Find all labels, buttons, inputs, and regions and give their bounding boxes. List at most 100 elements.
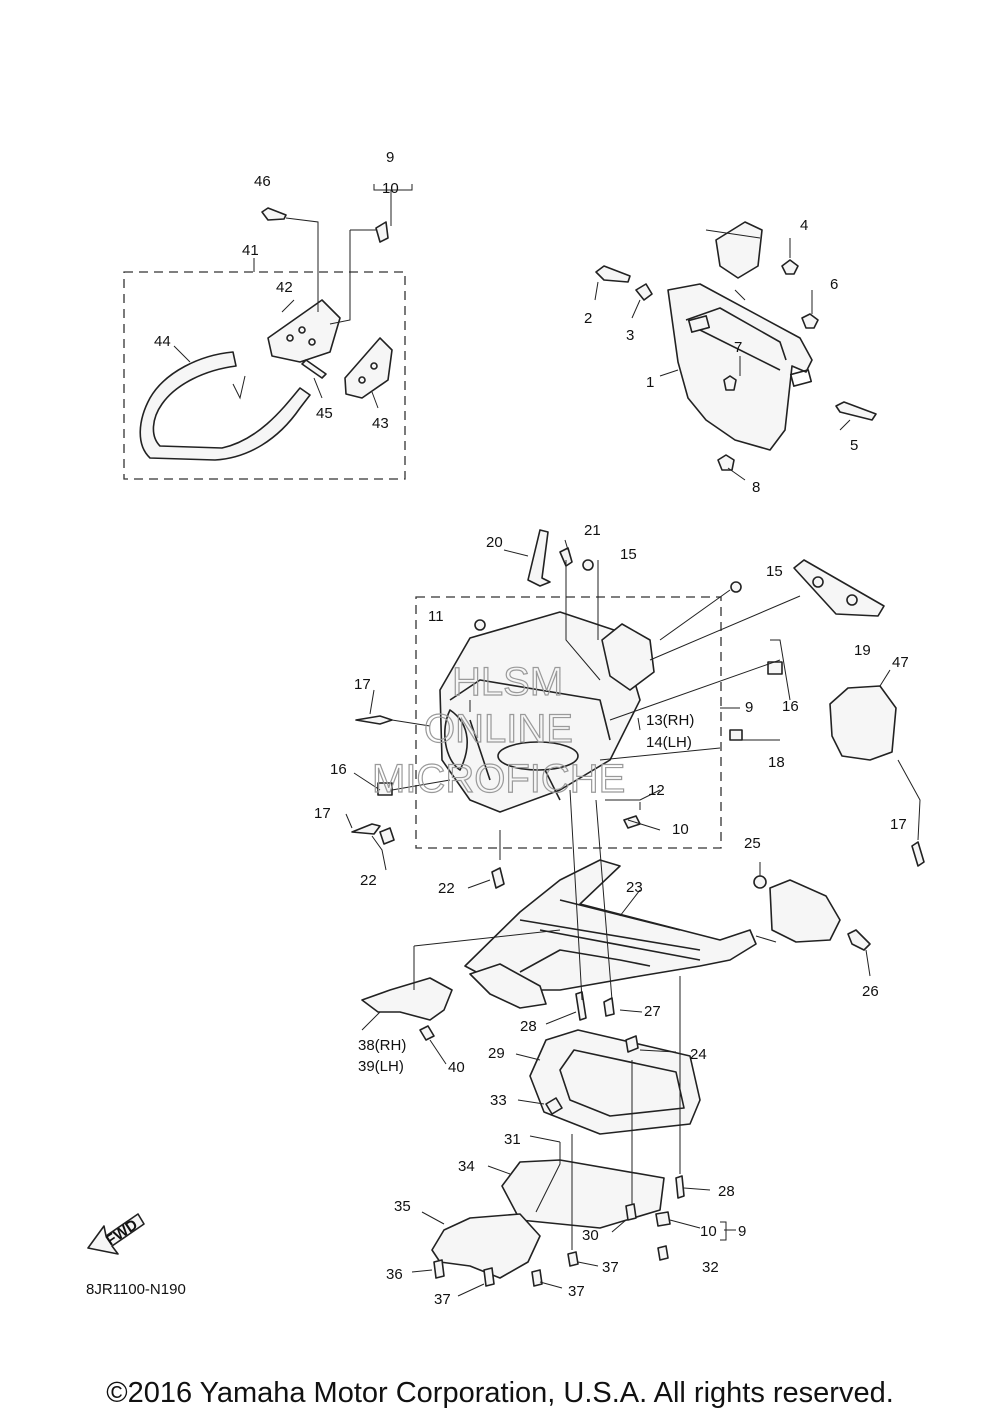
clip-21	[559, 547, 573, 567]
callout-32: 32	[702, 1259, 719, 1276]
callout-7: 7	[734, 339, 742, 356]
bumper-tube-44	[139, 351, 311, 461]
bolt-28b	[675, 1175, 685, 1199]
callout-17c: 17	[890, 816, 907, 833]
callout-22b: 22	[438, 880, 455, 897]
skid-plate-assembly	[411, 976, 736, 1297]
clip-10b	[623, 815, 641, 829]
callout-4: 4	[800, 217, 808, 234]
nut-25	[753, 875, 767, 889]
callout-20: 20	[486, 534, 503, 551]
callout-14: 14(LH)	[646, 734, 692, 751]
front-bumper-assembly	[594, 221, 877, 481]
assembly-9-box	[415, 596, 722, 849]
callout-9-mid: 9	[745, 699, 753, 716]
callout-22a: 22	[360, 872, 377, 889]
bolt-37c	[531, 1269, 543, 1287]
nut-18	[729, 729, 743, 741]
bolt-27	[603, 997, 615, 1017]
callout-26: 26	[862, 983, 879, 1000]
callout-9-bottom: 9	[738, 1223, 746, 1240]
bolt-28a	[575, 991, 587, 1021]
callout-3: 3	[626, 327, 634, 344]
callout-44: 44	[154, 333, 171, 350]
callout-28a: 28	[520, 1018, 537, 1035]
callout-10-mid: 10	[672, 821, 689, 838]
callout-37c: 37	[568, 1283, 585, 1300]
callout-24: 24	[690, 1046, 707, 1063]
callout-8: 8	[752, 479, 760, 496]
callout-11: 11	[428, 608, 444, 625]
callout-5: 5	[850, 437, 858, 454]
guard-35	[431, 1213, 541, 1279]
catalog-number: 8JR1100-N190	[86, 1281, 186, 1298]
rivet-17a	[355, 715, 393, 725]
callout-16b: 16	[330, 761, 347, 778]
callout-35: 35	[394, 1198, 411, 1215]
rivet-17b	[351, 823, 381, 835]
watermark: HLSM ONLINE MICROFICHE	[371, 659, 626, 801]
callout-41: 41	[242, 242, 259, 259]
plate-19	[793, 559, 885, 617]
bolt-32	[657, 1245, 669, 1261]
callout-29: 29	[488, 1045, 505, 1062]
callout-33: 33	[490, 1092, 507, 1109]
rivet-17c	[911, 841, 925, 867]
lower-frame-assembly	[361, 789, 871, 1065]
bracket-43	[344, 337, 393, 399]
callout-10-bottom: 10	[700, 1223, 717, 1240]
frame-oval	[497, 741, 579, 771]
bolt-7	[723, 375, 737, 391]
bolt-46	[261, 207, 287, 221]
callout-17a: 17	[354, 676, 371, 693]
bolt-5	[835, 401, 877, 421]
nut-4	[781, 259, 799, 275]
fwd-arrow-icon	[87, 1213, 145, 1255]
callout-10-top: 10	[382, 180, 399, 197]
callout-47: 47	[892, 654, 909, 671]
copyright-notice: ©2016 Yamaha Motor Corporation, U.S.A. A…	[106, 1377, 894, 1409]
nut-33	[545, 1097, 563, 1115]
bracket-13-14	[601, 623, 655, 691]
bracket-38-39	[361, 977, 453, 1021]
callout-21: 21	[584, 522, 601, 539]
bolt-22a	[379, 827, 395, 845]
bolt-36	[433, 1259, 445, 1279]
callout-23: 23	[626, 879, 643, 896]
callout-28b: 28	[718, 1183, 735, 1200]
bolt-2	[595, 265, 631, 283]
callout-37b: 37	[434, 1291, 451, 1308]
callout-16a: 16	[782, 698, 799, 715]
nut-40	[419, 1025, 435, 1041]
callout-6: 6	[830, 276, 838, 293]
watermark-line3: MICROFICHE	[372, 757, 625, 801]
watermark-line1: HLSM	[452, 660, 563, 704]
callout-2: 2	[584, 310, 592, 327]
callout-12: 12	[648, 782, 665, 799]
bracket-42	[267, 299, 341, 363]
callout-30: 30	[582, 1227, 599, 1244]
front-frame	[439, 611, 641, 813]
callout-17b: 17	[314, 805, 331, 822]
callout-39: 39(LH)	[358, 1058, 404, 1075]
callout-18: 18	[768, 754, 785, 771]
callout-43: 43	[372, 415, 389, 432]
frame-mount	[715, 221, 763, 279]
watermark-line2: ONLINE	[424, 707, 573, 751]
callout-31: 31	[504, 1131, 521, 1148]
nut-15b	[730, 581, 742, 593]
bolt-22b	[491, 867, 505, 889]
frame-bracket-lh	[469, 963, 547, 1009]
nut-3	[635, 283, 653, 301]
bolt-11	[474, 619, 486, 631]
nut-8	[717, 454, 735, 471]
plate-34	[501, 1159, 665, 1229]
callout-34: 34	[458, 1158, 475, 1175]
callout-27: 27	[644, 1003, 661, 1020]
callout-15b: 15	[766, 563, 783, 580]
callout-9-top: 9	[386, 149, 394, 166]
frame-side-rh	[769, 879, 841, 943]
bolt-45	[301, 359, 327, 379]
